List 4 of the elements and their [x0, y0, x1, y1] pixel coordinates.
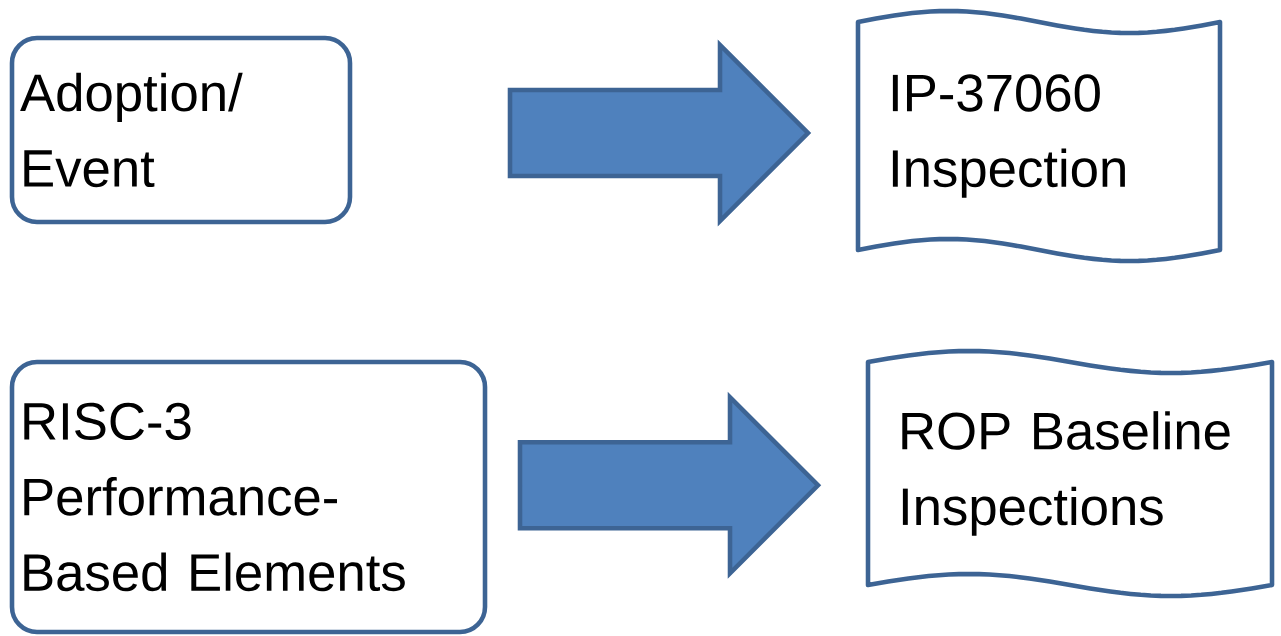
rounded-box: Adoption/ Event	[9, 35, 353, 225]
block-arrow	[507, 39, 812, 227]
rounded-box: RISC-3 Performance-Based Elements	[9, 359, 488, 635]
block-arrow	[517, 391, 822, 579]
